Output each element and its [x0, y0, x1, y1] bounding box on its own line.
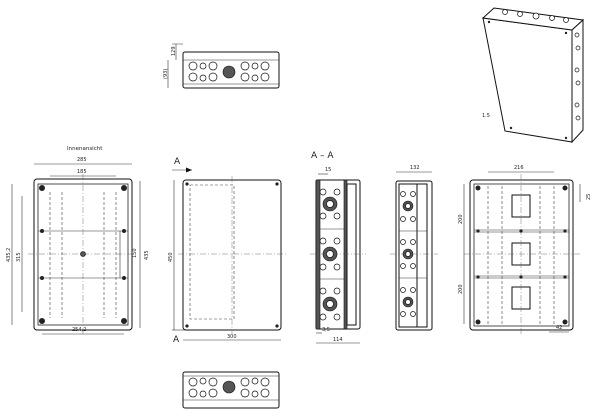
front-view	[172, 167, 288, 341]
dim-inner-width-outer: 285	[77, 157, 87, 163]
dim-inner-height-mid: 150	[132, 248, 138, 258]
dim-side-width: 132	[410, 165, 420, 171]
top-view	[167, 43, 280, 89]
back-view	[463, 171, 581, 336]
top-view-knockouts	[188, 61, 270, 82]
side-knockouts	[400, 191, 416, 317]
section-mark-a-top: A	[174, 157, 181, 167]
inner-view-title: Innenansicht	[67, 146, 103, 152]
side-view	[390, 171, 438, 331]
dim-inner-height-left: 315	[16, 252, 22, 262]
dim-section-bottom-small: 3,5	[322, 327, 330, 333]
dim-back-bottom: 42	[556, 325, 562, 331]
dim-inner-width-grid: 185	[77, 169, 87, 175]
dim-back-width: 216	[514, 165, 524, 171]
bottom-view-knockouts	[188, 377, 270, 398]
dim-inner-height-right: 435	[144, 250, 150, 260]
inner-view	[11, 163, 141, 335]
isometric-view	[481, 7, 585, 144]
dim-back-right: 25	[586, 194, 592, 200]
bottom-view	[182, 371, 280, 409]
dim-section-top: 15	[325, 167, 331, 173]
iso-note: 1.5	[482, 113, 490, 119]
section-mark-a-bottom: A	[173, 335, 180, 345]
section-view	[310, 173, 366, 344]
dim-section-bottom: 114	[333, 337, 343, 343]
dim-front-width: 300	[227, 334, 237, 340]
iso-knockouts	[502, 9, 581, 121]
dim-top-depth-1: 129	[171, 46, 177, 56]
section-title: A – A	[311, 151, 334, 161]
dim-back-lower: 200	[458, 284, 464, 294]
dim-inner-height-outer: 435,2	[6, 248, 12, 262]
dim-inner-width-bottom: 254,2	[72, 327, 86, 333]
dim-back-upper: 200	[458, 214, 464, 224]
dim-top-depth-2: (93)	[163, 69, 169, 79]
dim-front-height: 450	[168, 252, 174, 262]
